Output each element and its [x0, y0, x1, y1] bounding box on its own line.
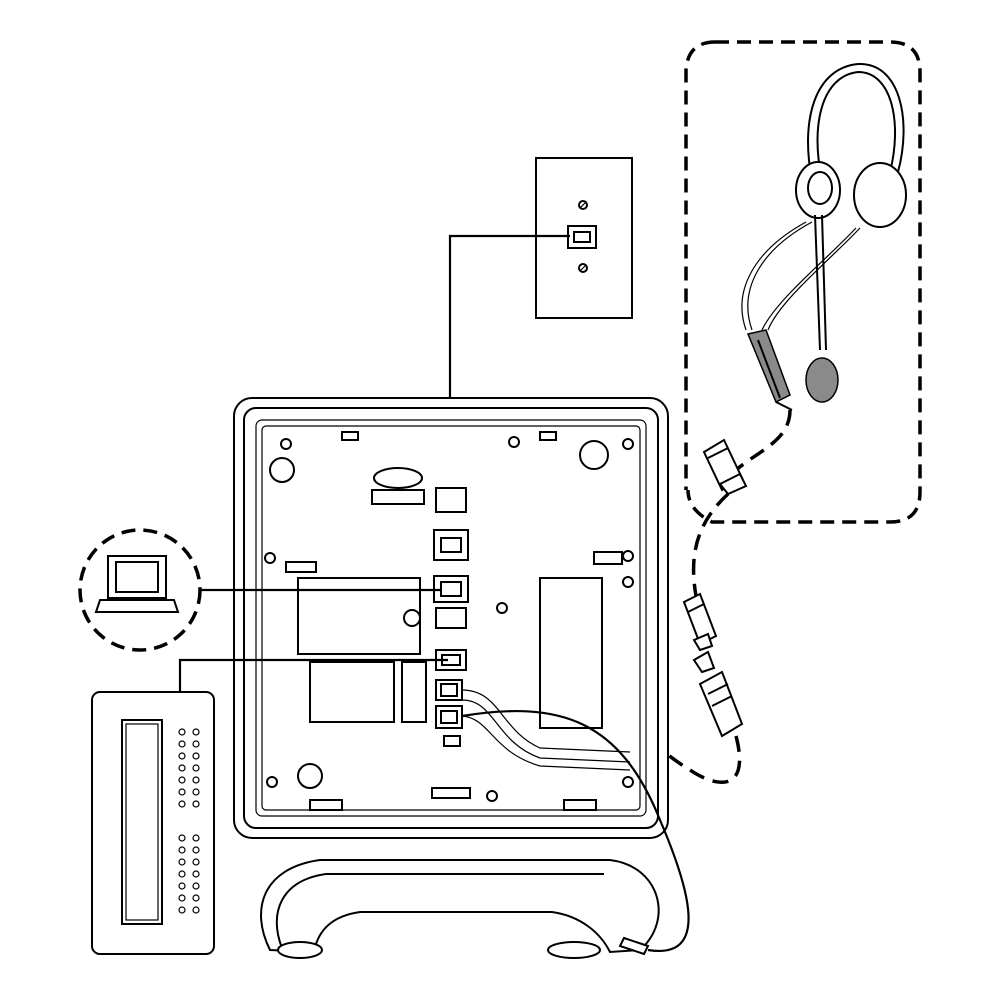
module-button: [192, 776, 200, 784]
headset-optional-box: [686, 40, 922, 524]
module-button: [178, 776, 186, 784]
module-button: [192, 764, 200, 772]
module-button: [178, 800, 186, 808]
module-buttons: [178, 728, 200, 914]
module-button: [192, 870, 200, 878]
expansion-module: [91, 691, 215, 955]
module-button: [192, 882, 200, 890]
wall-jack: [535, 157, 633, 319]
module-button: [192, 894, 200, 902]
headset-adapter: [702, 438, 748, 496]
module-button: [178, 834, 186, 842]
port-line: [433, 529, 469, 561]
module-button: [192, 728, 200, 736]
handset-cord: [461, 710, 690, 953]
module-button: [178, 752, 186, 760]
module-button: [178, 894, 186, 902]
microphone: [805, 357, 839, 403]
module-button: [178, 740, 186, 748]
module-button: [178, 764, 186, 772]
telephone-base: [233, 397, 669, 839]
inline-connector-lower: [698, 670, 744, 738]
module-button: [192, 858, 200, 866]
connect-arrow: [692, 650, 716, 674]
module-button: [178, 728, 186, 736]
port-handset: [435, 705, 463, 729]
expansion-cable: [178, 658, 448, 692]
wall-jack-port: [567, 225, 597, 249]
handset: [260, 859, 660, 959]
module-button: [178, 788, 186, 796]
module-button: [192, 788, 200, 796]
laptop-keyboard: [94, 599, 180, 613]
headset-group: [684, 40, 922, 524]
module-button: [178, 882, 186, 890]
module-button: [192, 906, 200, 914]
headset: [741, 62, 907, 411]
module-button: [178, 870, 186, 878]
right-earcup: [853, 162, 907, 228]
module-button: [192, 846, 200, 854]
module-button: [178, 906, 186, 914]
inline-connector-upper: [682, 592, 718, 652]
module-button: [192, 752, 200, 760]
module-button: [192, 834, 200, 842]
left-earcup: [795, 161, 841, 219]
module-button: [178, 846, 186, 854]
module-button: [192, 740, 200, 748]
headset-cable: [691, 492, 730, 597]
quick-disconnect-plug: [746, 329, 791, 404]
module-button: [178, 858, 186, 866]
module-button: [192, 800, 200, 808]
computer-group: [78, 528, 202, 652]
